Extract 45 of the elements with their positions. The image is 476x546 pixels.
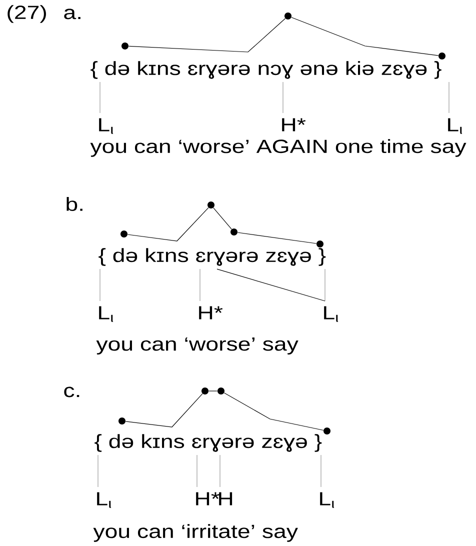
pitch-target-dot xyxy=(230,228,238,236)
pitch-target-dot xyxy=(218,388,224,394)
pitch-target-dot xyxy=(438,52,446,60)
pitch-contour-line xyxy=(208,390,218,392)
gloss-text: you can ‘worse’ say xyxy=(96,338,298,354)
pitch-target-dot xyxy=(324,428,330,434)
tone-label: H* xyxy=(282,118,306,132)
tone-label: L$_{ι}$ xyxy=(448,118,462,134)
tone-label: L$_{ι}$ xyxy=(99,306,114,322)
tone-label: L$_{ι}$ xyxy=(320,492,334,508)
example-number: (27) xyxy=(8,5,46,23)
association-line xyxy=(324,268,326,302)
pitch-contour-line xyxy=(237,232,317,244)
pitch-target-dot xyxy=(118,418,126,424)
association-line xyxy=(282,82,284,114)
pitch-target-dot xyxy=(208,202,214,208)
tone-label: L$_{ι}$ xyxy=(97,492,112,508)
transcription-text: { də kɪns ɛrɣərə zɛɣə } xyxy=(94,434,322,452)
item-letter: a. xyxy=(64,8,80,20)
pitch-contour-line xyxy=(291,17,439,56)
gloss-text: you can ‘worse’ AGAIN one time say xyxy=(90,139,466,157)
pitch-target-dot xyxy=(122,42,128,50)
pitch-contour-line xyxy=(213,208,232,230)
pitch-contour-line xyxy=(125,393,203,428)
transcription-text: { də kɪns ɛrɣərə zɛɣə } xyxy=(98,248,326,266)
association-line xyxy=(196,454,198,488)
transcription-text: { də kɪns ɛrɣərə nɔɣ ənə kiə zɛɣə } xyxy=(90,61,442,79)
pitch-target-dot xyxy=(316,240,324,248)
pitch-contour-line xyxy=(224,392,324,431)
item-letter: c. xyxy=(64,386,80,398)
association-line xyxy=(216,268,326,302)
association-line xyxy=(448,82,450,114)
association-line xyxy=(320,454,322,488)
tone-label: H* xyxy=(196,492,220,506)
pitch-target-dot xyxy=(202,388,208,394)
item-letter: b. xyxy=(66,197,82,211)
pitch-contour-line xyxy=(128,18,286,52)
pitch-target-dot xyxy=(284,12,292,20)
tone-label: H* xyxy=(199,306,223,320)
tone-label: L$_{ι}$ xyxy=(99,118,114,134)
tone-label: H xyxy=(219,492,232,506)
pitch-target-dot xyxy=(120,230,128,238)
gloss-text: you can ‘irritate’ say xyxy=(93,524,298,542)
pitch-contour-line xyxy=(127,207,209,242)
tone-label: L$_{ι}$ xyxy=(324,306,338,322)
